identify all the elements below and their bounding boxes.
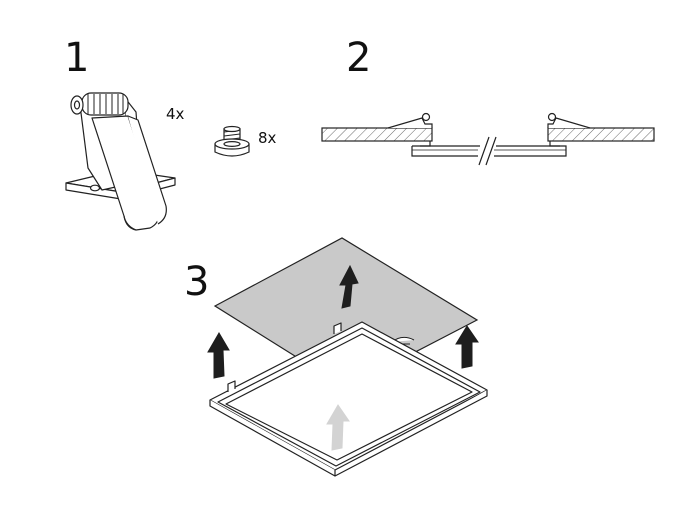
screw-quantity: 8x [258, 129, 277, 147]
light-arrow-icon [326, 404, 350, 451]
clip-quantity: 4x [166, 105, 185, 123]
spring-clip-icon [65, 92, 176, 231]
arrow-up-center [339, 264, 359, 309]
step-1-number: 1 [64, 35, 90, 81]
lift-arrow-icon [207, 264, 479, 379]
screw-icon [214, 125, 250, 157]
step-2-number: 2 [346, 35, 372, 81]
arrow-up-left [207, 332, 230, 379]
ceiling-cross-section-icon [321, 112, 655, 166]
arrow-up-right [455, 325, 479, 369]
panel-frame-icon [209, 321, 488, 477]
step-3-number: 3 [184, 259, 210, 305]
